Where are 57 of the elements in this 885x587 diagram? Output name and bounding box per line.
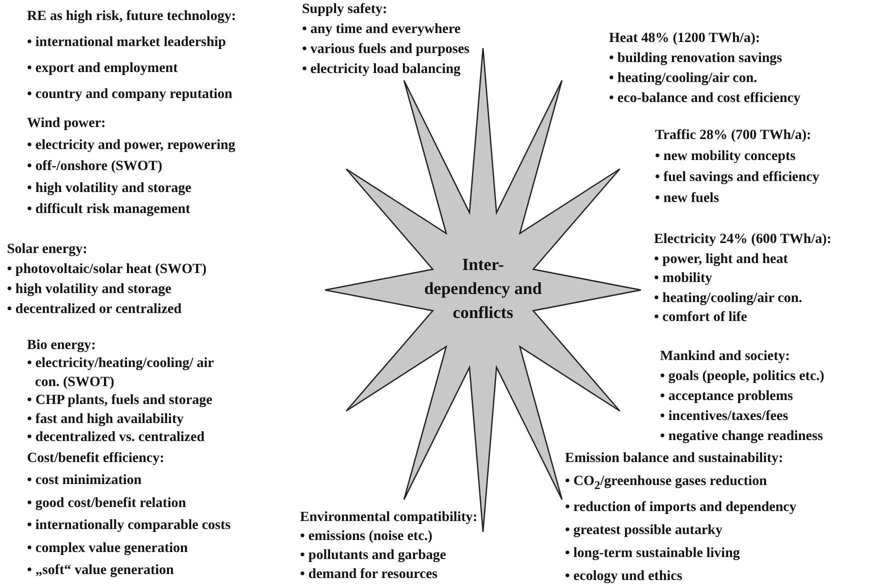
bullet-item: • cost minimization [27, 472, 143, 490]
bullet-item: • high volatility and storage [27, 180, 192, 198]
block-heading: Mankind and society: [660, 348, 791, 366]
bullet-item: • any time and everywhere [302, 21, 462, 39]
bullet-item: • high volatility and storage [7, 281, 172, 299]
bullet-item: • „soft“ value generation [27, 562, 175, 580]
bullet-item: • country and company reputation [27, 86, 234, 104]
bullet-item: • various fuels and purposes [302, 41, 470, 59]
bullet-item: • ecology und ethics [565, 568, 684, 586]
bullet-item: • export and employment [27, 60, 179, 78]
bullet-item: • electricity/heating/cooling/ air con. (SWOT) [27, 355, 215, 392]
block-heading: Bio energy: [27, 336, 97, 355]
bullet-item: • reduction of imports and dependency [565, 499, 796, 518]
block-heading: Supply safety: [302, 1, 388, 19]
bullet-item: • decentralized vs. centralized [27, 429, 206, 448]
bullet-item: • power, light and heat [654, 250, 789, 269]
bullet-item: • difficult risk management [27, 201, 192, 220]
bullet-item: • internationally comparable costs [27, 517, 231, 536]
bullet-item: • decentralized or centralized [7, 301, 183, 319]
bullet-item: • incentives/taxes/fees [660, 408, 790, 426]
bullet-item: • negative change readiness [660, 428, 824, 446]
bullet-item: • photovoltaic/solar heat (SWOT) [7, 261, 206, 279]
block-heading: RE as high risk, future technology: [27, 8, 236, 26]
bullet-item: • good cost/benefit relation [27, 494, 188, 513]
bullet-item: • emissions (noise etc.) [300, 528, 434, 546]
bullet-item: • goals (people, politics etc.) [660, 368, 824, 386]
bullet-item: • demand for resources [300, 566, 439, 584]
bullet-item: • comfort of life [654, 309, 748, 328]
bullet-item: • fast and high availability [27, 410, 185, 429]
block-heading: Solar energy: [7, 241, 88, 259]
bullet-item: • electricity load balancing [302, 61, 462, 79]
bullet-item: • eco-balance and cost efficiency [609, 90, 801, 108]
bullet-item: • building renovation savings [609, 50, 784, 68]
block-heading: Electricity 24% (600 TWh/a): [654, 231, 832, 250]
bullet-item: • off-/onshore (SWOT) [27, 158, 164, 176]
bullet-item: • complex value generation [27, 540, 189, 558]
block-heading: Traffic 28% (700 TWh/a): [655, 126, 812, 144]
block-heading: Wind power: [27, 115, 107, 134]
bullet-item: • greatest possible autarky [565, 522, 724, 540]
bullet-item: • new mobility concepts [655, 148, 797, 166]
bullet-item: • electricity and power, repowering [27, 136, 236, 155]
block-heading: Heat 48% (1200 TWh/a): [609, 30, 762, 48]
bullet-item: • CO$_{2}$/greenhouse gases reduction [565, 472, 768, 494]
bullet-item: • new fuels [655, 190, 720, 208]
bullet-item: • international market leadership [27, 34, 227, 52]
star-label: Inter- dependency and conflicts [423, 254, 543, 324]
bullet-item: • heating/cooling/air con. [609, 70, 758, 88]
block-heading: Emission balance and sustainability: [565, 450, 784, 468]
bullet-item: • long-term sustainable living [565, 545, 741, 564]
bullet-item: • fuel savings and efficiency [655, 168, 820, 186]
block-heading: Cost/benefit efficiency: [27, 450, 166, 468]
bullet-item: • acceptance problems [660, 388, 794, 406]
block-heading: Environmental compatibility: [300, 508, 478, 526]
bullet-item: • CHP plants, fuels and storage [27, 392, 214, 410]
bullet-item: • mobility [654, 270, 714, 288]
bullet-item: • heating/cooling/air con. [654, 290, 804, 308]
bullet-item: • pollutants and garbage [300, 546, 448, 564]
